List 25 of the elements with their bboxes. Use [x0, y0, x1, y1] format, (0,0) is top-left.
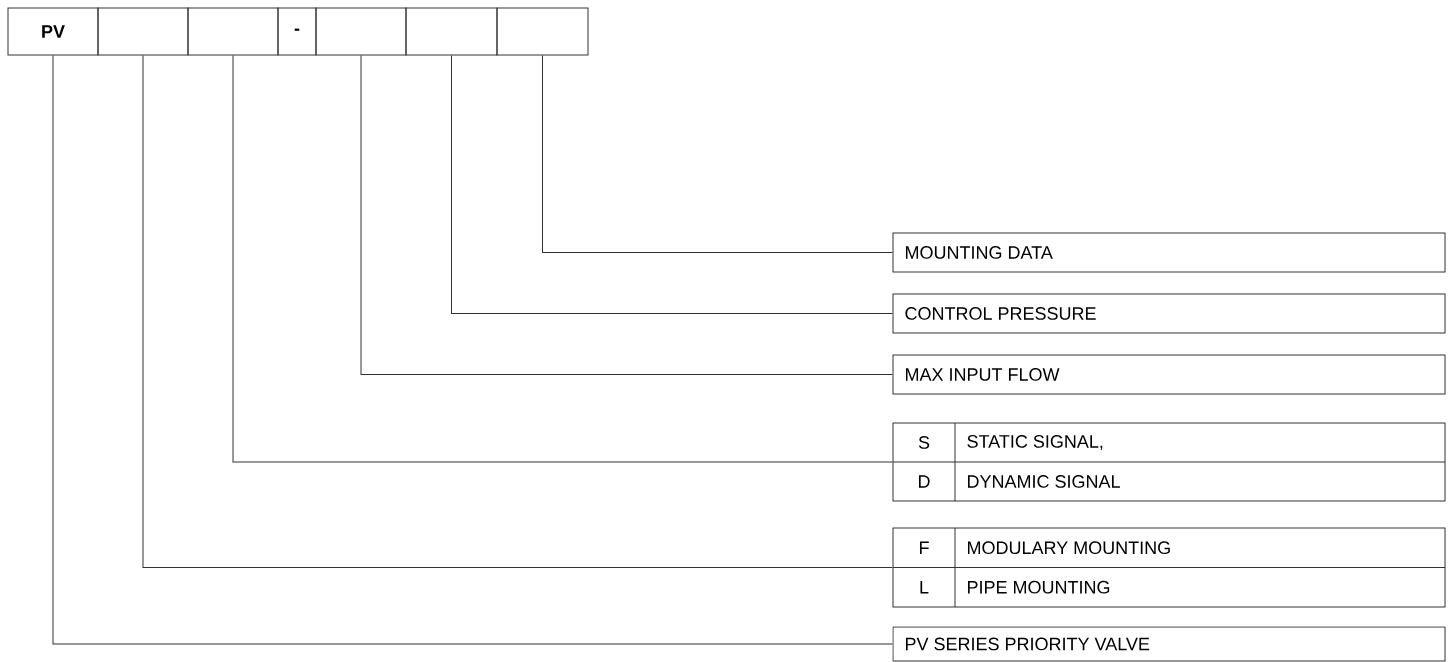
option-code: F	[920, 541, 929, 554]
code-box	[97, 7, 189, 56]
option-code: S	[918, 436, 930, 449]
code-box	[315, 7, 407, 56]
leader-line	[52, 55, 893, 645]
code-box: PV	[7, 7, 99, 56]
leader-line	[542, 55, 893, 253]
leader-line	[451, 55, 893, 314]
option-code: L	[920, 581, 929, 594]
description-box: PV SERIES PRIORITY VALVE	[892, 626, 1446, 662]
description-box: MOUNTING DATA	[892, 232, 1446, 273]
description-box: MAX INPUT FLOW	[892, 354, 1446, 395]
description-box: CONTROL PRESSURE	[892, 293, 1446, 334]
option-description: STATIC SIGNAL,	[967, 435, 1103, 450]
leader-line	[142, 55, 893, 568]
code-box	[187, 7, 279, 56]
option-description: DYNAMIC SIGNAL	[968, 475, 1120, 488]
leader-line	[232, 55, 893, 463]
option-description: MODULARY MOUNTING	[968, 541, 1170, 555]
option-code: D	[919, 475, 930, 488]
code-box	[496, 7, 589, 56]
code-box: -	[277, 7, 317, 56]
option-description: PIPE MOUNTING	[968, 580, 1110, 594]
leader-line	[360, 55, 893, 375]
code-box	[405, 7, 498, 56]
